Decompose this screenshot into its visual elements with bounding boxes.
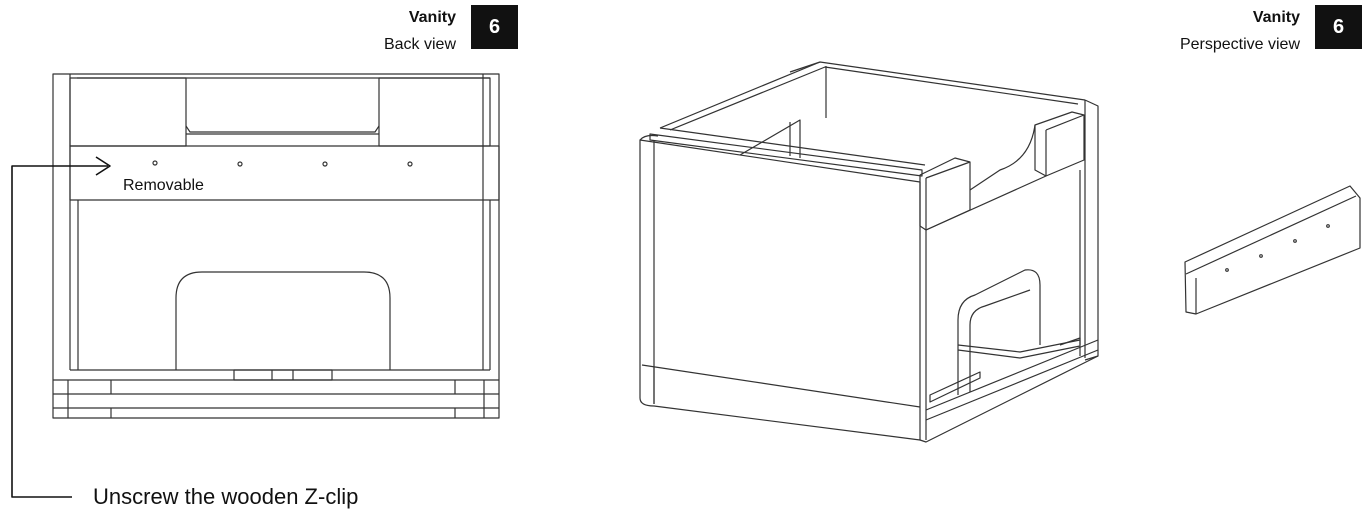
header-right-title: Vanity <box>1252 9 1300 26</box>
screw-hole <box>1293 239 1297 243</box>
header-right: Vanity Perspective view <box>1180 4 1300 58</box>
top-left-block <box>69 77 187 147</box>
screw-hole <box>407 161 413 167</box>
screw-hole <box>237 161 243 167</box>
perspective-view-drawing <box>639 61 1361 443</box>
removable-label: Removable <box>123 177 204 194</box>
back-view-outline <box>52 73 500 419</box>
header-left: Vanity Back view <box>384 4 456 58</box>
screw-hole <box>152 160 158 166</box>
back-view-drawing <box>52 73 500 419</box>
removable-rail <box>69 145 500 201</box>
header-right-subtitle: Perspective view <box>1179 36 1300 53</box>
leader-arrow <box>11 156 111 498</box>
step-badge-left: 6 <box>471 5 518 49</box>
plumbing-cutout <box>175 271 391 370</box>
top-right-block <box>378 77 491 147</box>
header-left-subtitle: Back view <box>383 36 456 53</box>
instruction-text: Unscrew the wooden Z-clip <box>93 484 359 509</box>
screw-hole <box>1259 254 1263 258</box>
header-left-title: Vanity <box>408 9 456 26</box>
z-clip-part <box>1184 185 1361 315</box>
screw-hole <box>1326 224 1330 228</box>
screw-hole <box>1225 268 1229 272</box>
side-panel-front <box>639 139 921 441</box>
screw-hole <box>322 161 328 167</box>
step-badge-right: 6 <box>1315 5 1362 49</box>
